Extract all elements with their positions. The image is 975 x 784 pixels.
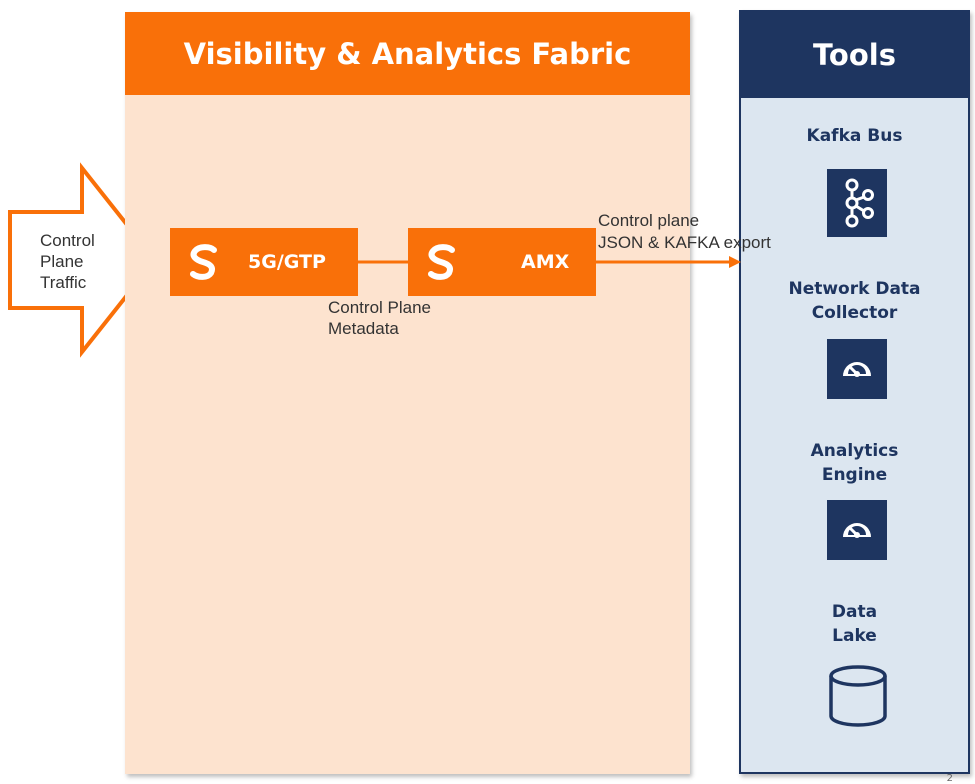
metadata-label-line-1: Control Plane <box>328 298 432 317</box>
node-label: AMX <box>521 251 570 273</box>
tool-label-line: Data <box>831 602 878 622</box>
input-label-line-3: Traffic <box>40 273 87 292</box>
logo-icon <box>428 244 455 280</box>
tools-title: Tools <box>741 12 968 98</box>
export-arrow-head <box>729 256 741 268</box>
export-label-line-1: Control plane <box>598 211 700 230</box>
export-label: Control plane JSON & KAFKA export <box>598 210 771 254</box>
tool-label-data-lake: Data Lake <box>741 600 968 648</box>
gauge-icon[interactable] <box>827 500 887 560</box>
input-label: Control Plane Traffic <box>40 230 95 293</box>
node-label: 5G/GTP <box>248 251 326 273</box>
logo-icon <box>190 244 217 280</box>
export-label-line-2: JSON & KAFKA export <box>598 233 771 252</box>
input-label-line-2: Plane <box>40 252 84 271</box>
tool-label-line: Analytics <box>810 441 899 461</box>
tools-panel: Tools Kafka Bus Network Data Collector <box>739 10 970 774</box>
tool-label-line: Collector <box>811 303 898 323</box>
metadata-label-line-2: Metadata <box>328 319 399 338</box>
tool-label-line: Lake <box>832 626 877 646</box>
fabric-title: Visibility & Analytics Fabric <box>125 12 690 95</box>
tool-label-line: Kafka Bus <box>806 126 903 146</box>
input-label-line-1: Control <box>40 231 95 250</box>
gauge-icon[interactable] <box>827 339 887 399</box>
node-5g-gtp[interactable]: 5G/GTP <box>170 228 358 296</box>
tool-label-network-data-collector: Network Data Collector <box>741 277 968 325</box>
tool-label-kafka-bus: Kafka Bus <box>741 124 968 148</box>
kafka-icon[interactable] <box>827 169 887 237</box>
tool-label-analytics-engine: Analytics Engine <box>741 439 968 487</box>
fabric-panel: Visibility & Analytics Fabric <box>125 12 690 774</box>
node-amx[interactable]: AMX <box>408 228 596 296</box>
metadata-label: Control Plane Metadata <box>328 297 431 339</box>
database-icon[interactable] <box>827 664 889 728</box>
page-number: 2 <box>946 773 953 784</box>
tool-label-line: Network Data <box>788 279 921 299</box>
tool-label-line: Engine <box>821 465 888 485</box>
